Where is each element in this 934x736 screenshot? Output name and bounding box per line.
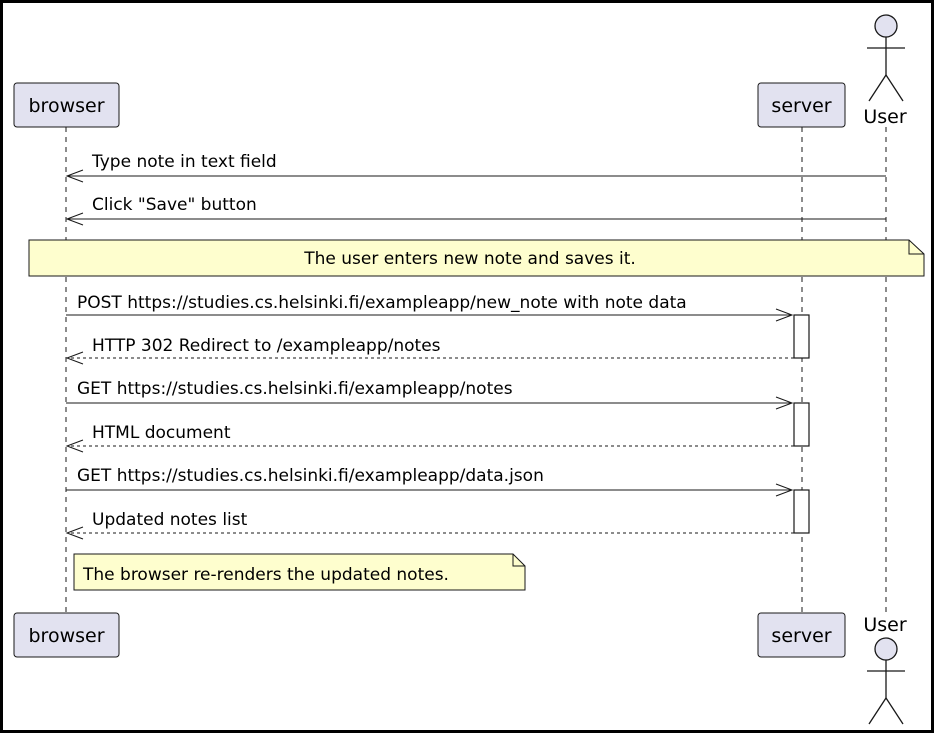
server-label-bottom: server (771, 625, 831, 647)
server-label-top: server (771, 95, 831, 117)
message-get-data-json: GET https://studies.cs.helsinki.fi/examp… (66, 466, 794, 497)
user-label-bottom: User (863, 614, 906, 636)
server-participant-bottom: server (757, 612, 846, 658)
browser-label-top: browser (28, 95, 104, 117)
message-type-note: Type note in text field (65, 152, 886, 183)
note-browser-rerenders: The browser re-renders the updated notes… (73, 553, 526, 591)
server-activation (793, 402, 810, 447)
note-user-saves: The user enters new note and saves it. (28, 239, 925, 277)
message-label: Type note in text field (91, 152, 277, 172)
message-post-new-note: POST https://studies.cs.helsinki.fi/exam… (66, 293, 794, 322)
message-label: Click "Save" button (92, 195, 257, 215)
server-participant-top: server (757, 82, 846, 128)
message-label: HTML document (92, 423, 231, 443)
message-label: GET https://studies.cs.helsinki.fi/examp… (77, 466, 544, 486)
message-label: GET https://studies.cs.helsinki.fi/examp… (77, 379, 513, 399)
message-html-document: HTML document (65, 423, 794, 453)
note-text: The browser re-renders the updated notes… (82, 565, 449, 585)
message-click-save: Click "Save" button (65, 195, 886, 226)
browser-label-bottom: browser (28, 625, 104, 647)
diagram-canvas: browser server User Type note in text fi… (13, 14, 925, 725)
user-actor-icon (874, 637, 898, 661)
message-label: HTTP 302 Redirect to /exampleapp/notes (92, 336, 441, 356)
server-activation (793, 314, 810, 359)
server-activation (793, 489, 810, 534)
user-actor-top: User (863, 14, 907, 128)
message-get-notes: GET https://studies.cs.helsinki.fi/examp… (66, 379, 794, 410)
user-actor-icon (874, 14, 898, 38)
browser-participant-top: browser (13, 82, 120, 128)
browser-participant-bottom: browser (13, 612, 120, 658)
message-label: POST https://studies.cs.helsinki.fi/exam… (77, 293, 687, 313)
message-label: Updated notes list (92, 510, 248, 530)
user-label-top: User (863, 106, 906, 128)
message-updated-notes-list: Updated notes list (65, 510, 794, 540)
message-redirect-response: HTTP 302 Redirect to /exampleapp/notes (65, 336, 794, 365)
user-actor-bottom: User (863, 614, 907, 725)
note-text: The user enters new note and saves it. (303, 249, 636, 269)
